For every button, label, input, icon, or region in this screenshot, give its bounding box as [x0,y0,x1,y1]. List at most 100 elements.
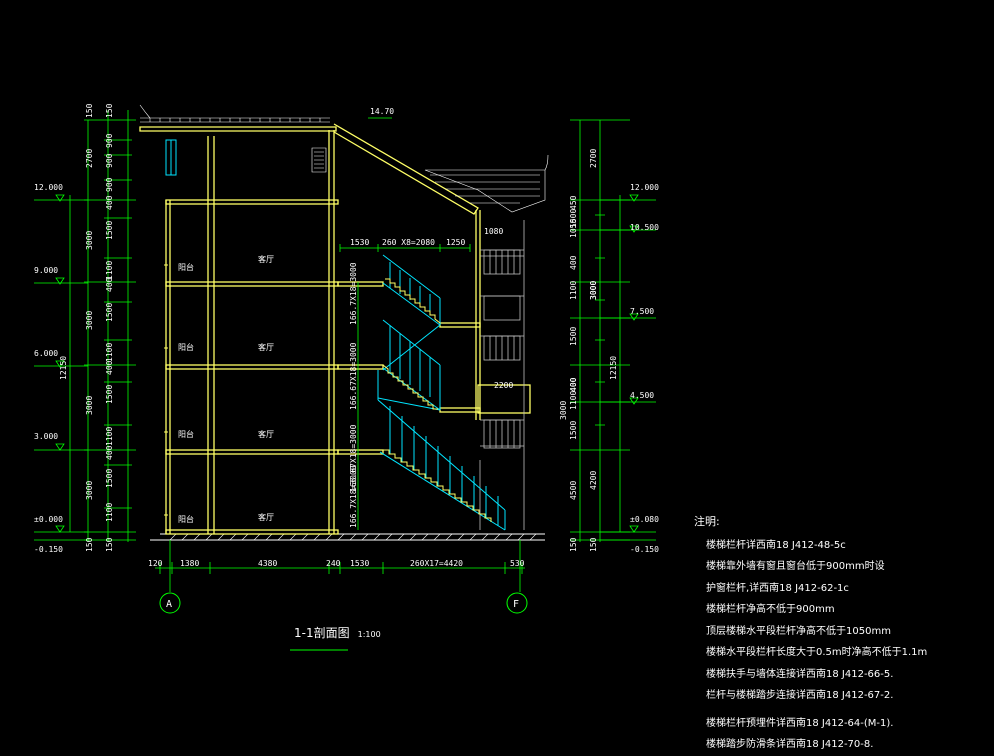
balcony-label: 阳台 [178,262,194,272]
dim-1080: 1080 [484,227,503,236]
axis-markers [159,592,528,651]
dim-label: 1100 [105,503,114,522]
dim-label: 1500 [569,421,578,440]
bottom-dim: 120 [148,559,163,568]
dim-label: 150 [105,537,114,552]
note-item: 楼梯栏杆净高不低于900mm [706,604,835,615]
dim-label: 3000 [85,231,94,250]
structure [139,123,531,535]
dim-label: 1500 [105,385,114,404]
dim-label: 900 [105,153,114,168]
note-item: 楼梯栏杆详西南18 J412-48-5c [706,539,846,551]
right-mid-dim: 3000 [559,401,568,420]
dim-label: 1500 [105,469,114,488]
elev-right-5: -0.150 [630,545,659,554]
dim-label: 150 [569,537,578,552]
title-text: 1-1剖面图 [294,626,350,640]
stair-dim: 166.7X18=3000 [349,262,358,325]
balcony-label: 阳台 [178,514,194,524]
notes-heading: 注明: [694,515,720,528]
dim-label: 1500 [105,221,114,240]
room-label: 客厅 [258,512,274,522]
stair-dim: 166.67X18=3000 [349,424,358,492]
stair-flights [377,254,506,531]
elev-right-4: ±0.080 [630,515,659,524]
bottom-dim: 240 [326,559,341,568]
text-labels: 14.70 A F 12.000 9.000 6.000 3.000 ±0.00… [34,107,659,610]
elev-left-0: 12.000 [34,183,63,192]
bottom-dim: 1380 [180,559,199,568]
room-label: 客厅 [258,342,274,352]
dim-label: 900 [105,177,114,192]
dim-label: 3000 [85,396,94,415]
dim-label: 1500 [569,327,578,346]
ground-hatch [169,533,537,541]
note-item: 楼梯靠外墙有窗且窗台低于900mm时设 [706,561,885,572]
elev-right-2: 7.500 [630,307,654,316]
dim-label: 400 [105,360,114,375]
dim-label: 900 [105,133,114,148]
left-dim-text: 1502700300030003000300015015090090090040… [85,103,114,552]
balcony-label: 阳台 [178,342,194,352]
dim-label: 1100 [105,343,114,362]
roof-tiles [139,104,549,213]
note-item: 楼梯扶手与墙体连接详西南18 J412-66-5. [706,668,894,680]
dim-label: 1500 [105,303,114,322]
dim-2200: 2200 [494,381,513,390]
dim-label: 150 [85,537,94,552]
title-scale: 1:100 [357,630,381,639]
stair-dim: 166.7X18=3000 [349,465,358,528]
stair-dim: 166.67X18=3000 [349,342,358,410]
elev-right-0: 12.000 [630,183,659,192]
dimension-lines [34,110,656,592]
dim-label: 1100 [105,427,114,446]
note-item: 护窗栏杆,详西南18 J412-62-1c [706,582,849,594]
bottom-dim: 1530 [350,559,369,568]
dim-label: 150 [105,103,114,118]
dim-label: 2700 [589,149,598,168]
axis-label-f: F [513,599,519,610]
dim-label: 400 [569,377,578,392]
note-item: 楼梯水平段栏杆长度大于0.5m时净高不低于1.1m [706,647,928,658]
top-dim: 1250 [446,238,465,247]
left-total-dim: 12150 [59,356,68,380]
vertical-dim-text: 166.7X18=3000 166.67X18=3000 166.67X18=3… [59,262,618,528]
left-windows [164,139,177,516]
top-dim: 1530 [350,238,369,247]
elev-left-2: 6.000 [34,349,58,358]
top-dim: 260 X8=2080 [382,238,435,247]
dim-label: 1100 [105,261,114,280]
dim-label: 400 [569,255,578,270]
bottom-dim: 260X17=4420 [410,559,463,568]
dim-label: 3000 [589,281,598,300]
right-dim-text: 2700300030004200150450105015004001100150… [569,149,598,552]
dim-label: 150 [589,537,598,552]
elev-left-3: 3.000 [34,432,58,441]
note-item: 楼梯踏步防滑条详西南18 J412-70-8. [706,739,874,750]
balcony-label: 阳台 [178,429,194,439]
dim-label: 4200 [589,471,598,490]
dim-label: 400 [105,195,114,210]
dim-label: 3000 [85,481,94,500]
facade-elements [479,220,525,530]
note-item: 栏杆与楼梯踏步连接详西南18 J412-67-2. [706,690,894,701]
dim-label: 1500 [569,209,578,228]
dim-label: 1100 [569,281,578,300]
elev-left-4: ±0.000 [34,515,63,524]
dim-label: 400 [105,277,114,292]
axis-label-a: A [166,599,172,610]
note-item: 顶层楼梯水平段栏杆净高不低于1050mm [706,625,891,637]
dim-label: 150 [85,103,94,118]
bottom-dim: 530 [510,559,525,568]
elev-right-3: 4.500 [630,391,654,400]
dim-label: 400 [569,377,578,392]
dim-label: 3000 [589,281,598,300]
dim-label: 450 [569,195,578,210]
room-label: 客厅 [258,254,274,264]
right-total-dim: 12150 [609,356,618,380]
ridge-elevation: 14.70 [370,107,394,116]
dim-label: 2700 [85,149,94,168]
bottom-dim: 4380 [258,559,277,568]
dim-label: 1050 [569,219,578,238]
